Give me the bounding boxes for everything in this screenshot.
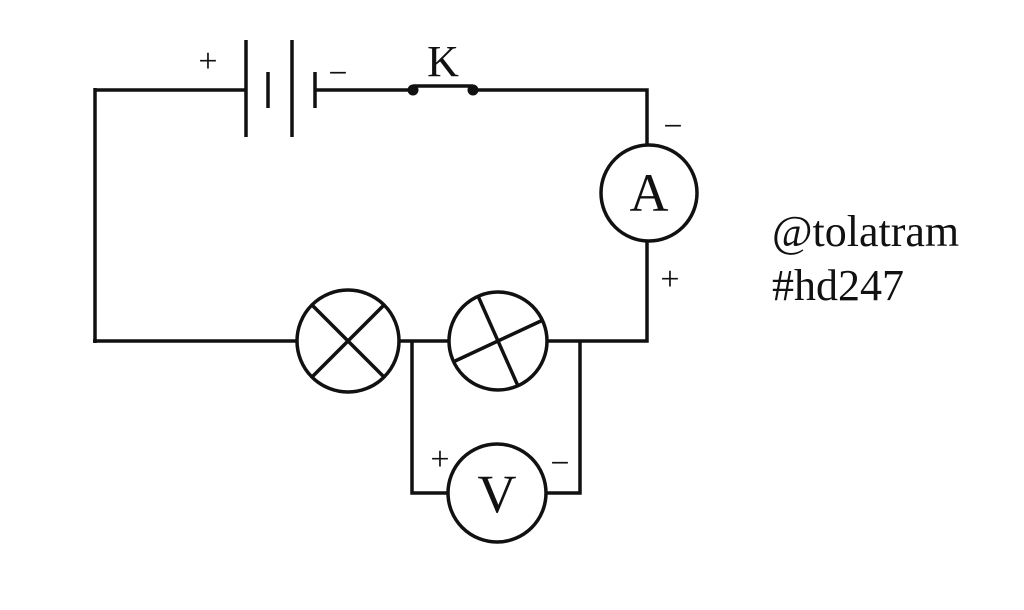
watermark-handle: @tolatram <box>772 207 960 256</box>
voltmeter-plus-sign: + <box>430 441 449 478</box>
wire-voltmeter-right <box>545 341 582 495</box>
ammeter-minus-sign: − <box>663 108 682 145</box>
voltmeter-minus-sign: − <box>550 445 569 482</box>
ammeter-label: A <box>630 163 669 223</box>
lamp-1 <box>295 288 401 394</box>
wire-ammeter-lamp2 <box>547 241 649 343</box>
battery-plus-sign: + <box>198 43 217 80</box>
voltmeter: V <box>446 442 548 544</box>
switch-label: K <box>427 37 459 86</box>
lamp-2 <box>447 290 549 392</box>
wire-switch-ammeter <box>473 88 649 146</box>
wire-voltmeter-left <box>410 341 449 495</box>
voltmeter-circle <box>446 442 548 544</box>
switch <box>407 84 479 96</box>
ammeter: A <box>599 143 699 243</box>
battery-minus-sign: − <box>328 55 347 92</box>
lamp-2-cross-b <box>476 295 520 387</box>
watermark-hashtag: #hd247 <box>772 261 904 310</box>
battery <box>244 40 317 137</box>
ammeter-plus-sign: + <box>660 261 679 298</box>
voltmeter-label: V <box>478 464 517 524</box>
lamp-1-cross-b <box>310 303 386 379</box>
ammeter-circle <box>599 143 699 243</box>
